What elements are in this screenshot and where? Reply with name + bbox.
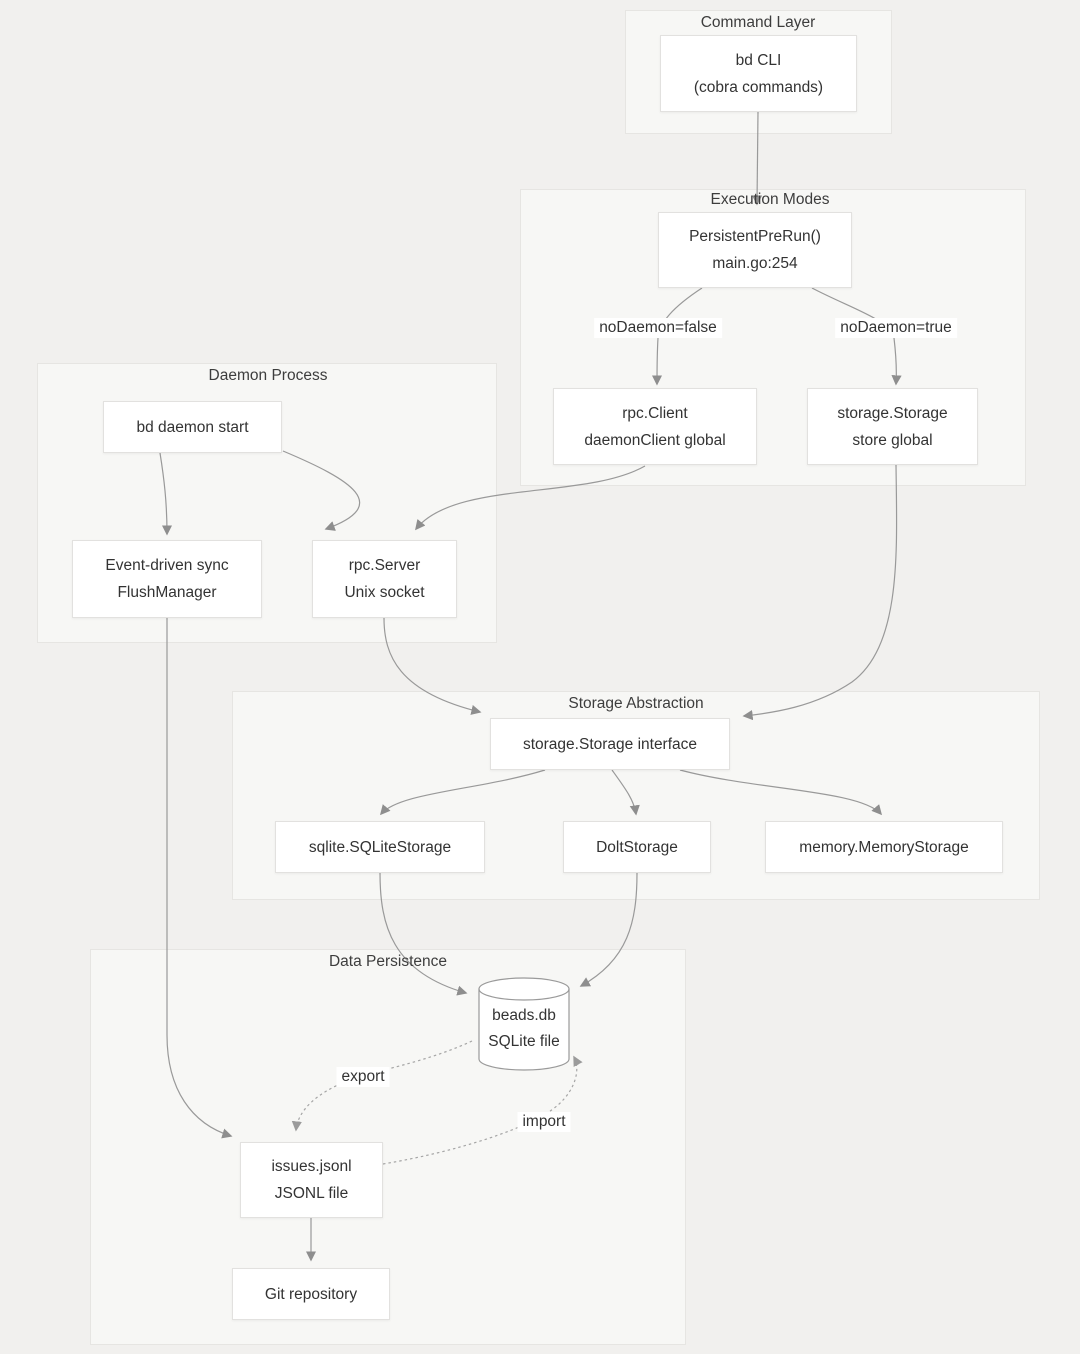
edge-sqlite-beadsdb [379, 872, 468, 996]
node-issues-jsonl-line2: JSONL file [274, 1185, 349, 1202]
node-beads-db-line1: beads.db [492, 1007, 556, 1024]
node-storage-interface: storage.Storage interface [490, 718, 730, 770]
node-persistent-prerun-line2: main.go:254 [712, 255, 798, 272]
node-rpc-server-line1: rpc.Server [348, 557, 421, 574]
cluster-title-daemon-process: Daemon Process [208, 367, 328, 384]
cluster-title-data-persistence: Data Persistence [328, 953, 448, 970]
node-beads-db-label: beads.db SQLite file [478, 1003, 570, 1055]
edge-bddaemon-rpcserver [282, 450, 361, 531]
node-bd-cli-line2: (cobra commands) [693, 78, 824, 96]
node-dolt-storage: DoltStorage [563, 821, 711, 873]
edge-bddaemon-eventdriven [159, 452, 173, 536]
edge-label-export: export [336, 1067, 390, 1087]
cluster-title-command-layer: Command Layer [700, 14, 816, 31]
edge-storagestore-interface [742, 464, 898, 721]
cluster-title-storage-abstraction: Storage Abstraction [568, 695, 704, 712]
node-issues-jsonl: issues.jsonl JSONL file [240, 1142, 383, 1218]
node-rpc-client-line1: rpc.Client [622, 404, 688, 422]
node-event-driven-sync: Event-driven sync FlushManager [72, 540, 262, 618]
node-beads-db-line2: SQLite file [488, 1033, 560, 1050]
node-persistent-prerun-line1: PersistentPreRun() [689, 228, 821, 245]
node-memory-storage: memory.MemoryStorage [765, 821, 1003, 873]
database-cylinder-icon [478, 977, 570, 1071]
edge-rpcserver-interface [383, 617, 482, 715]
node-event-driven-sync-line2: FlushManager [117, 584, 217, 601]
node-beads-db: beads.db SQLite file [478, 977, 570, 1071]
node-storage-store-line1: storage.Storage [837, 404, 948, 422]
edge-label-import: import [517, 1112, 571, 1132]
node-rpc-server-line2: Unix socket [344, 584, 425, 601]
edge-bdcli-prerun [751, 111, 763, 206]
edge-rpcclient-rpcserver [415, 465, 646, 531]
edge-label-nodaemon-true: noDaemon=true [835, 318, 957, 338]
node-bd-cli: bd CLI (cobra commands) [660, 35, 857, 112]
cluster-title-execution-modes: Execution Modes [710, 191, 830, 208]
node-git-repository-line1: Git repository [264, 1285, 358, 1303]
node-rpc-client: rpc.Client daemonClient global [553, 388, 757, 465]
node-git-repository: Git repository [232, 1268, 390, 1320]
node-persistent-prerun: PersistentPreRun() main.go:254 [658, 212, 852, 288]
edge-interface-sqlite [379, 769, 546, 816]
node-sqlite-storage: sqlite.SQLiteStorage [275, 821, 485, 873]
node-memory-storage-line1: memory.MemoryStorage [799, 838, 969, 856]
node-rpc-client-line2: daemonClient global [584, 431, 726, 449]
edge-interface-dolt [611, 769, 640, 816]
edge-interface-memory [679, 769, 883, 816]
node-storage-interface-line1: storage.Storage interface [522, 735, 698, 753]
edge-eventdriven-issues [166, 618, 233, 1139]
node-sqlite-storage-line1: sqlite.SQLiteStorage [308, 838, 452, 856]
node-storage-store-line2: store global [852, 431, 933, 449]
edge-dolt-beadsdb [579, 872, 638, 987]
node-bd-cli-line1: bd CLI [735, 51, 782, 69]
edge-label-nodaemon-false: noDaemon=false [594, 318, 722, 338]
node-bd-daemon-start-line1: bd daemon start [136, 418, 249, 436]
edge-import [382, 1055, 583, 1165]
node-bd-daemon-start: bd daemon start [103, 401, 282, 453]
node-rpc-server: rpc.Server Unix socket [312, 540, 457, 618]
node-event-driven-sync-line1: Event-driven sync [105, 557, 229, 574]
node-dolt-storage-line1: DoltStorage [596, 838, 678, 856]
node-issues-jsonl-line1: issues.jsonl [271, 1158, 352, 1175]
node-storage-store: storage.Storage store global [807, 388, 978, 465]
